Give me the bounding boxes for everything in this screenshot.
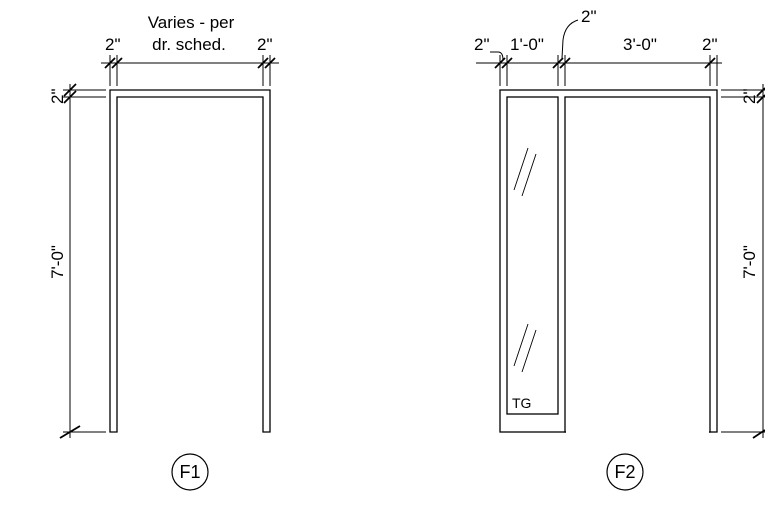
f1-right-jamb-dim: 2": [257, 35, 273, 54]
f1-tick-bottom: [59, 425, 81, 439]
f1-tick-b: [111, 57, 123, 69]
f2-mullion-leader: [561, 19, 579, 59]
glazing-mark-2b: [521, 329, 537, 373]
f1-tick-c: [257, 57, 269, 69]
frame-f1: 2" 2" Varies - per dr. sched. 2" 7'-0" F…: [48, 13, 279, 491]
f1-tick-d: [264, 57, 276, 69]
f1-tick-top: [63, 83, 77, 97]
glazing-mark-2a: [513, 323, 529, 367]
f2-height-dim: 7'-0": [740, 245, 759, 279]
f2-sidelite-width-dim: 1'-0": [510, 35, 544, 54]
f2-left-jamb-leader: [490, 51, 504, 61]
frame-f1-outline: [109, 89, 271, 433]
f1-tick-a: [104, 57, 116, 69]
f2-right-jamb-dim: 2": [702, 35, 718, 54]
frame-f2-sidelite-glass: [506, 96, 559, 415]
f1-head-dim: 2": [48, 89, 67, 105]
f2-tick-e: [704, 57, 716, 69]
f1-tag-label: F1: [179, 462, 200, 482]
f2-tick-b: [501, 57, 513, 69]
f2-tick-top: [756, 87, 765, 97]
f2-tag-label: F2: [614, 462, 635, 482]
f2-tick-bottom: [752, 429, 765, 439]
glazing-mark-1b: [521, 153, 537, 197]
f2-tick-c: [552, 57, 564, 69]
f2-mullion-dim: 2": [581, 7, 597, 26]
f1-height-dim: 7'-0": [48, 245, 67, 279]
frame-f2-door-opening: [564, 96, 711, 433]
f1-opening-dim-line1: Varies - per: [148, 13, 235, 32]
frame-f2: TG 2" 1'-0" 2" 3'-0" 2" 2" 7'-0" F2: [474, 7, 765, 491]
f2-tick-head: [756, 94, 765, 104]
f2-door-width-dim: 3'-0": [623, 35, 657, 54]
f1-left-jamb-dim: 2": [105, 35, 121, 54]
f1-opening-dim-line2: dr. sched.: [152, 35, 226, 54]
glazing-mark-1a: [513, 147, 529, 191]
f2-tick-d: [559, 57, 571, 69]
f2-head-dim: 2": [740, 89, 759, 105]
f1-tick-head: [63, 90, 77, 104]
f1-tag-circle: [171, 453, 209, 491]
f2-left-jamb-dim: 2": [474, 35, 490, 54]
f2-tag-circle: [606, 453, 644, 491]
sidelite-tg-label: TG: [512, 395, 531, 411]
